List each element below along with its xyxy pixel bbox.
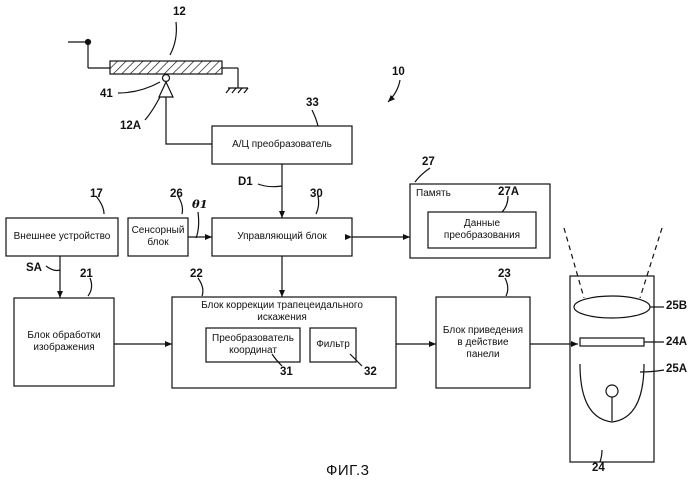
leader-theta1 <box>196 212 199 238</box>
sensor-to-adc-line <box>166 97 212 144</box>
signal-sa: SA <box>26 262 42 275</box>
leader-24 <box>600 450 602 462</box>
ground-tick-2 <box>232 88 236 93</box>
filter-label: Фильтр <box>310 328 356 362</box>
leader-d1 <box>258 184 282 187</box>
leader-41 <box>118 82 160 93</box>
control-block-label: Управляющий блок <box>212 218 352 256</box>
keystone-label: Блок коррекции трапецеидального искажени… <box>182 300 382 324</box>
leader-33 <box>312 110 318 126</box>
external-device-label: Внешнее устройство <box>6 218 118 256</box>
ref-25a: 25A <box>666 363 687 376</box>
adc-label: А/Ц преобразователь <box>212 126 352 164</box>
lamp-bulb <box>606 385 618 397</box>
conversion-data-label: Данные преобразования <box>428 212 536 248</box>
ground-tick-4 <box>244 88 248 93</box>
ref-25b: 25B <box>666 300 687 313</box>
leader-sa <box>46 266 60 271</box>
figure-caption: ФИГ.3 <box>326 462 370 479</box>
ref-21: 21 <box>80 268 93 281</box>
ref-26: 26 <box>170 188 183 201</box>
ref-24: 24 <box>592 462 605 475</box>
ref-22: 22 <box>190 268 203 281</box>
panel-drive-label: Блок приведения в действие панели <box>436 297 530 388</box>
panel-bar <box>580 338 644 346</box>
sensor-bar <box>110 61 222 74</box>
lens-ellipse <box>574 296 650 318</box>
ref-31: 31 <box>280 366 293 379</box>
ref-33: 33 <box>306 97 319 110</box>
projector-box <box>570 276 654 462</box>
pivot-circle <box>163 75 170 82</box>
ref-30: 30 <box>310 188 323 201</box>
ref-41: 41 <box>100 88 113 101</box>
ref-27a: 27A <box>498 186 519 199</box>
ref-27: 27 <box>422 156 435 169</box>
pivot-triangle <box>159 82 173 97</box>
system-ref-arrow <box>388 80 400 102</box>
sensor-block-label: Сенсорный блок <box>128 218 188 256</box>
ref-12: 12 <box>173 6 186 19</box>
beam-left <box>564 228 584 298</box>
ref-24a: 24A <box>666 336 687 349</box>
signal-theta1: θ1 <box>192 198 208 211</box>
coord-converter-label: Преобразователь координат <box>206 328 300 362</box>
ref-23: 23 <box>498 268 511 281</box>
ground-tick-3 <box>238 88 242 93</box>
ground-tick-1 <box>226 88 230 93</box>
image-processing-label: Блок обработки изображения <box>14 298 114 386</box>
signal-d1: D1 <box>238 176 253 189</box>
ref-17: 17 <box>90 188 103 201</box>
ref-10: 10 <box>392 66 405 79</box>
memory-label: Память <box>416 188 451 200</box>
leader-12a <box>145 97 160 120</box>
beam-right <box>640 228 662 298</box>
leader-12 <box>170 22 176 55</box>
ref-32: 32 <box>364 366 377 379</box>
ref-12a: 12A <box>120 120 141 133</box>
leader-27 <box>415 168 430 182</box>
